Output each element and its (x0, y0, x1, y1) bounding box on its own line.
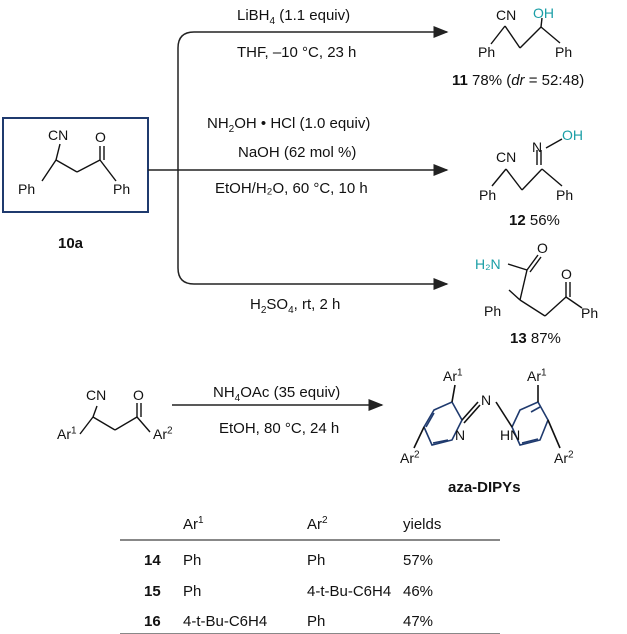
compound-13-bonds (507, 254, 583, 317)
table-row-15-id: 15 (144, 583, 161, 600)
aza-dipy-bonds (413, 384, 561, 449)
aza-ar2-right: Ar2 (554, 449, 574, 466)
aza-ar2-left: Ar2 (400, 449, 420, 466)
aza-ar1-left: Ar1 (443, 367, 463, 384)
table-row-14-ar2: Ph (307, 552, 326, 569)
aza-ar1-right: Ar1 (527, 367, 547, 384)
generic-cn: CN (86, 387, 107, 403)
reagent-naoh: NaOH (62 mol %) (238, 144, 357, 161)
table-header-yields: yields (403, 516, 442, 533)
12-n: N (532, 139, 543, 155)
compound-11-bonds (490, 17, 561, 49)
13-o-amide: O (537, 240, 548, 256)
table-row-16-ar1: 4-t-Bu-C6H4 (183, 613, 268, 630)
generic-o: O (133, 387, 144, 403)
10a-ph-right: Ph (113, 181, 131, 197)
arrow-to-13 (177, 170, 449, 290)
reagent-libh4: LiBH4 (1.1 equiv) (237, 7, 351, 27)
11-ph-right: Ph (555, 44, 573, 60)
generic-ar1: Ar1 (57, 425, 77, 442)
product-aza-caption: aza-DIPYs (448, 479, 521, 496)
table-row-14-yield: 57% (403, 552, 434, 569)
table-row-16-id: 16 (144, 613, 161, 630)
13-h2n: H₂N (475, 256, 501, 272)
12-ph-left: Ph (479, 187, 497, 203)
12-oh: OH (562, 127, 583, 143)
conditions-1: THF, –10 °C, 23 h (237, 44, 357, 61)
table-row-16-ar2: Ph (307, 613, 326, 630)
generic-ketonitrile-bonds (79, 403, 151, 435)
table-row-15-yield: 46% (403, 583, 434, 600)
conditions-2: EtOH/H₂O, 60 °C, 10 h (215, 180, 368, 197)
12-ph-right: Ph (556, 187, 574, 203)
table-row-14-ar1: Ph (183, 552, 202, 569)
product-13-caption: 13 87% (510, 330, 561, 347)
arrow-to-11 (148, 26, 449, 171)
12-cn: CN (496, 149, 517, 165)
reagent-sulfuric-acid: H2SO4, rt, 2 h (250, 296, 341, 316)
product-12-caption: 12 56% (509, 212, 560, 229)
compound-10a-bonds (41, 143, 117, 182)
compound-id-10a: 10a (58, 235, 84, 252)
13-ph-right: Ph (581, 305, 599, 321)
product-11-caption: 11 78% (dr = 52:48) (452, 72, 585, 89)
11-oh: OH (533, 5, 554, 21)
aza-n-left: N (455, 427, 466, 443)
branch-arrows (148, 26, 449, 411)
conditions-4: EtOH, 80 °C, 24 h (219, 420, 340, 437)
aza-hn-right: HN (500, 427, 521, 443)
10a-ph-left: Ph (18, 181, 36, 197)
table-header-ar2: Ar2 (307, 515, 328, 533)
table-row-14-id: 14 (144, 552, 161, 569)
reagent-ammonium-acetate: NH4OAc (35 equiv) (213, 384, 341, 404)
table-row-15-ar2: 4-t-Bu-C6H4 (307, 583, 392, 600)
13-ph-left: Ph (484, 303, 502, 319)
10a-cn: CN (48, 127, 69, 143)
11-ph-left: Ph (478, 44, 496, 60)
reagent-hydroxylamine: NH2OH • HCl (1.0 equiv) (207, 115, 371, 135)
table-header-ar1: Ar1 (183, 515, 204, 533)
generic-ar2: Ar2 (153, 425, 173, 442)
table-row-15-ar1: Ph (183, 583, 202, 600)
table-row-16-yield: 47% (403, 613, 434, 630)
11-cn: CN (496, 7, 517, 23)
starting-material-box (2, 117, 149, 213)
compound-12-bonds (491, 138, 563, 191)
10a-o: O (95, 129, 106, 145)
aza-bridge-n: N (481, 392, 492, 408)
13-o-ketone: O (561, 266, 572, 282)
